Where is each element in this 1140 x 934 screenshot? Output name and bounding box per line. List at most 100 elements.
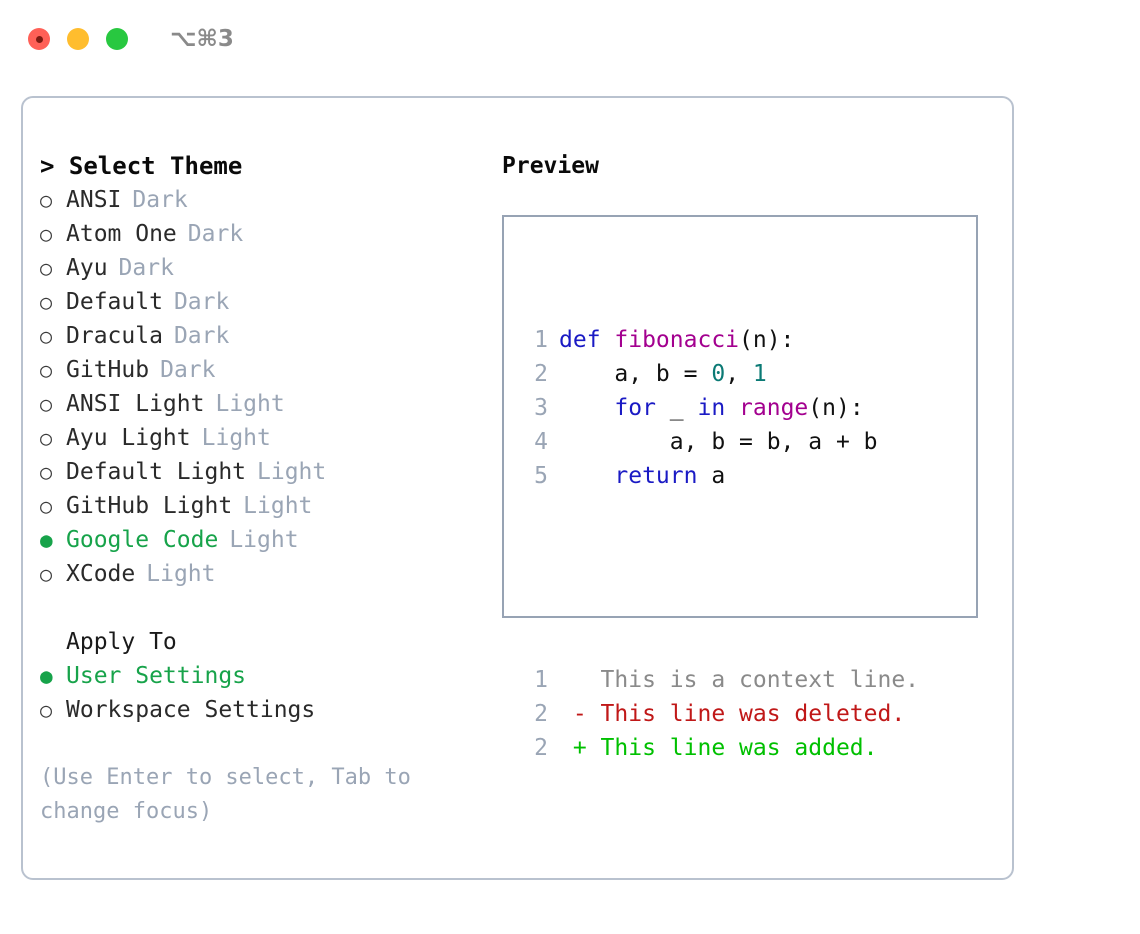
radio-unselected-icon: ○ xyxy=(40,460,53,484)
minimize-light[interactable] xyxy=(67,28,89,50)
theme-option-label: GitHub Light xyxy=(66,493,233,519)
theme-variant-tag: Light xyxy=(215,391,285,417)
theme-option-xcode[interactable]: ○ XCode Light xyxy=(40,557,490,591)
radio-selected-icon: ● xyxy=(40,528,53,552)
theme-variant-tag: Light xyxy=(146,561,216,587)
theme-option-label: Default xyxy=(66,289,163,315)
theme-variant-tag: Light xyxy=(229,527,299,553)
code-line: 2 + This line was added. xyxy=(516,731,919,765)
code-token-pl: , xyxy=(725,361,753,387)
code-token-del: - This line was deleted. xyxy=(559,701,906,727)
radio-selected-icon: ● xyxy=(40,664,53,688)
code-token-pl: a xyxy=(697,463,726,489)
theme-option-dracula[interactable]: ○ Dracula Dark xyxy=(40,319,490,353)
code-line: 3 for _ in range(n): xyxy=(516,391,919,425)
spacer xyxy=(40,591,490,625)
keyboard-shortcut-label: ⌥⌘3 xyxy=(170,26,234,52)
code-line: 4 a, b = b, a + b xyxy=(516,425,919,459)
theme-variant-tag: Dark xyxy=(132,187,188,213)
code-token-pl xyxy=(725,395,739,421)
theme-variant-tag: Light xyxy=(243,493,313,519)
apply-to-option-label: User Settings xyxy=(66,663,247,689)
line-number: 4 xyxy=(534,429,548,455)
theme-option-default-light[interactable]: ○ Default Light Light xyxy=(40,455,490,489)
select-theme-header: > Select Theme xyxy=(40,152,243,180)
theme-option-github-light[interactable]: ○ GitHub Light Light xyxy=(40,489,490,523)
code-token-pl: a, b = xyxy=(559,361,712,387)
apply-to-title: Apply To xyxy=(66,629,177,655)
theme-option-label: ANSI Light xyxy=(66,391,205,417)
code-token-num: 0 xyxy=(711,361,726,387)
line-number: 2 xyxy=(534,361,548,387)
code-line-content: a, b = 0, 1 xyxy=(559,357,766,391)
theme-variant-tag: Dark xyxy=(173,323,230,349)
code-token-fn: range xyxy=(739,395,809,421)
theme-option-default[interactable]: ○ Default Dark xyxy=(40,285,490,319)
code-line-content: + This line was added. xyxy=(559,731,878,765)
code-token-kw: def xyxy=(559,327,615,353)
code-line-content: This is a context line. xyxy=(559,663,920,697)
line-number: 2 xyxy=(534,735,548,761)
theme-option-label: GitHub xyxy=(66,357,150,383)
code-token-ctx: This is a context line. xyxy=(559,667,920,693)
theme-option-label: Ayu xyxy=(66,255,108,281)
theme-option-google-code[interactable]: ● Google Code Light xyxy=(40,523,490,557)
apply-to-option-label: Workspace Settings xyxy=(66,697,316,723)
code-line-content: - This line was deleted. xyxy=(559,697,905,731)
line-number: 1 xyxy=(534,327,548,353)
code-line: 1 This is a context line. xyxy=(516,663,919,697)
code-line: 5 return a xyxy=(516,459,919,493)
radio-unselected-icon: ○ xyxy=(40,256,53,280)
theme-option-label: Ayu Light xyxy=(66,425,191,451)
line-number: 2 xyxy=(534,701,548,727)
code-token-add: + This line was added. xyxy=(559,735,878,761)
apply-to-option-user-settings[interactable]: ● User Settings xyxy=(40,659,490,693)
theme-option-label: Atom One xyxy=(66,221,177,247)
title-bar: ⌥⌘3 xyxy=(0,0,1140,78)
radio-unselected-icon: ○ xyxy=(40,698,53,722)
keyboard-hint-text: (Use Enter to select, Tab to change focu… xyxy=(40,765,411,824)
code-token-pl: (n): xyxy=(739,327,795,353)
apply-to-option-workspace-settings[interactable]: ○ Workspace Settings xyxy=(40,693,490,727)
theme-option-label: Dracula xyxy=(66,323,163,349)
radio-unselected-icon: ○ xyxy=(40,324,53,348)
code-token-pl xyxy=(559,395,614,421)
code-line: 2 - This line was deleted. xyxy=(516,697,919,731)
code-token-pl: a, b = b, a + b xyxy=(559,429,878,455)
radio-unselected-icon: ○ xyxy=(40,290,53,314)
code-line: 1 def fibonacci(n): xyxy=(516,323,919,357)
radio-unselected-icon: ○ xyxy=(40,494,53,518)
theme-option-label: XCode xyxy=(66,561,136,587)
code-line: 2 a, b = 0, 1 xyxy=(516,357,919,391)
theme-variant-tag: Dark xyxy=(173,289,230,315)
code-token-fn: fibonacci xyxy=(614,327,740,353)
code-line-content: return a xyxy=(559,459,725,493)
code-line-content: for _ in range(n): xyxy=(559,391,863,425)
window-controls xyxy=(28,28,128,50)
theme-variant-tag: Dark xyxy=(160,357,216,383)
theme-variant-tag: Light xyxy=(257,459,327,485)
maximize-light[interactable] xyxy=(106,28,128,50)
code-line-content: a, b = b, a + b xyxy=(559,425,878,459)
radio-unselected-icon: ○ xyxy=(40,426,53,450)
code-token-pl xyxy=(559,463,614,489)
code-token-kw: in xyxy=(697,395,726,421)
theme-option-label: Default Light xyxy=(66,459,247,485)
close-light[interactable] xyxy=(28,28,50,50)
theme-option-label: Google Code xyxy=(66,527,219,553)
radio-unselected-icon: ○ xyxy=(40,562,53,586)
